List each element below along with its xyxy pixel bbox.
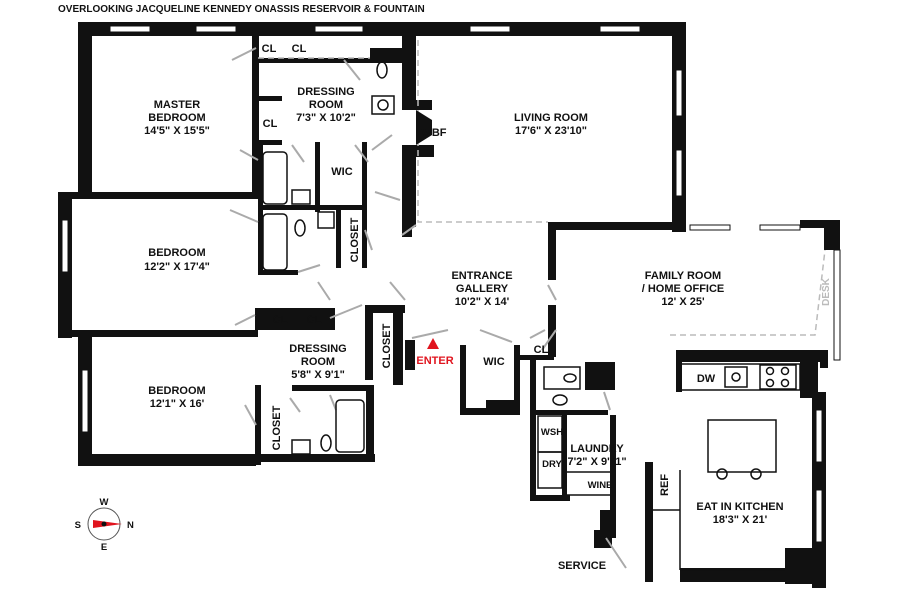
- eat-in-kitchen-name: EAT IN KITCHEN: [696, 501, 783, 513]
- closet-label-5: CL: [307, 314, 322, 326]
- family-room-size: 12' X 25': [661, 296, 705, 308]
- dressing-room-2-name1: DRESSING: [289, 343, 346, 355]
- master-bedroom-name1: MASTER: [154, 99, 201, 111]
- compass-s: S: [75, 520, 81, 531]
- enter-label: ENTER: [416, 355, 453, 367]
- living-room-name: LIVING ROOM: [514, 112, 588, 124]
- bedroom-1-name: BEDROOM: [148, 247, 205, 259]
- dashed-outlines: [258, 40, 826, 336]
- eat-in-kitchen-size: 18'3" X 21': [713, 514, 768, 526]
- wine-label: WINE: [588, 480, 613, 491]
- header-title: OVERLOOKING JACQUELINE KENNEDY ONASSIS R…: [58, 4, 425, 15]
- closet-label-4: CL: [273, 314, 288, 326]
- door-swings: [229, 47, 627, 569]
- closet-label-6: CL: [534, 344, 549, 356]
- fireplace: [416, 110, 432, 145]
- dressing-room-1-name2: ROOM: [309, 99, 343, 111]
- bedroom-2-size: 12'1" X 16': [150, 398, 205, 410]
- bedroom-2-name: BEDROOM: [148, 385, 205, 397]
- entrance-gallery-name1: ENTRANCE: [451, 270, 512, 282]
- closet-label-8: CLOSET: [381, 323, 393, 368]
- master-bedroom-size: 14'5" X 15'5": [144, 125, 210, 137]
- wbf-label: WBF: [421, 127, 446, 139]
- laundry-size: 7'2" X 9'11": [567, 456, 626, 468]
- family-room-name1: FAMILY ROOM: [645, 270, 721, 282]
- compass-icon: W N S E: [75, 497, 134, 553]
- dressing-room-2-size: 5'8" X 9'1": [291, 369, 345, 381]
- service-label: SERVICE: [558, 560, 606, 572]
- bedroom-1-size: 12'2" X 17'4": [144, 261, 210, 273]
- small-labels: CL CL CL WIC WBF CL CL WIC CL DW WSH DRY…: [262, 43, 832, 572]
- refrigerator-label: REF: [659, 474, 671, 496]
- living-room-size: 17'6" X 23'10": [515, 125, 587, 137]
- closet-label-9: CLOSET: [271, 405, 283, 450]
- entrance-gallery-name2: GALLERY: [456, 283, 509, 295]
- wic-label-1: WIC: [331, 166, 352, 178]
- washer-label: WSH: [541, 427, 563, 438]
- compass-n: N: [127, 520, 134, 531]
- entrance-gallery-size: 10'2" X 14': [455, 296, 510, 308]
- dressing-room-1-size: 7'3" X 10'2": [296, 112, 356, 124]
- family-room-name2: / HOME OFFICE: [642, 283, 725, 295]
- dishwasher-label: DW: [697, 373, 716, 385]
- windows: [61, 25, 841, 543]
- wic-label-2: WIC: [483, 356, 504, 368]
- enter-arrow-icon: [427, 338, 439, 349]
- dryer-label: DRY: [542, 459, 562, 470]
- closet-label-7: CLOSET: [349, 217, 361, 262]
- closet-label-2: CL: [292, 43, 307, 55]
- compass-e: E: [101, 542, 107, 553]
- compass-w: W: [100, 497, 109, 508]
- master-bedroom-name2: BEDROOM: [148, 112, 205, 124]
- closet-label-3: CL: [263, 118, 278, 130]
- fixtures: [262, 61, 801, 571]
- dressing-room-2-name2: ROOM: [301, 356, 335, 368]
- laundry-name: LAUNDRY: [570, 443, 624, 455]
- desk-label: DESK: [821, 277, 832, 306]
- closet-label-1: CL: [262, 43, 277, 55]
- room-labels: MASTER BEDROOM 14'5" X 15'5" DRESSING RO…: [144, 86, 784, 526]
- dressing-room-1-name1: DRESSING: [297, 86, 354, 98]
